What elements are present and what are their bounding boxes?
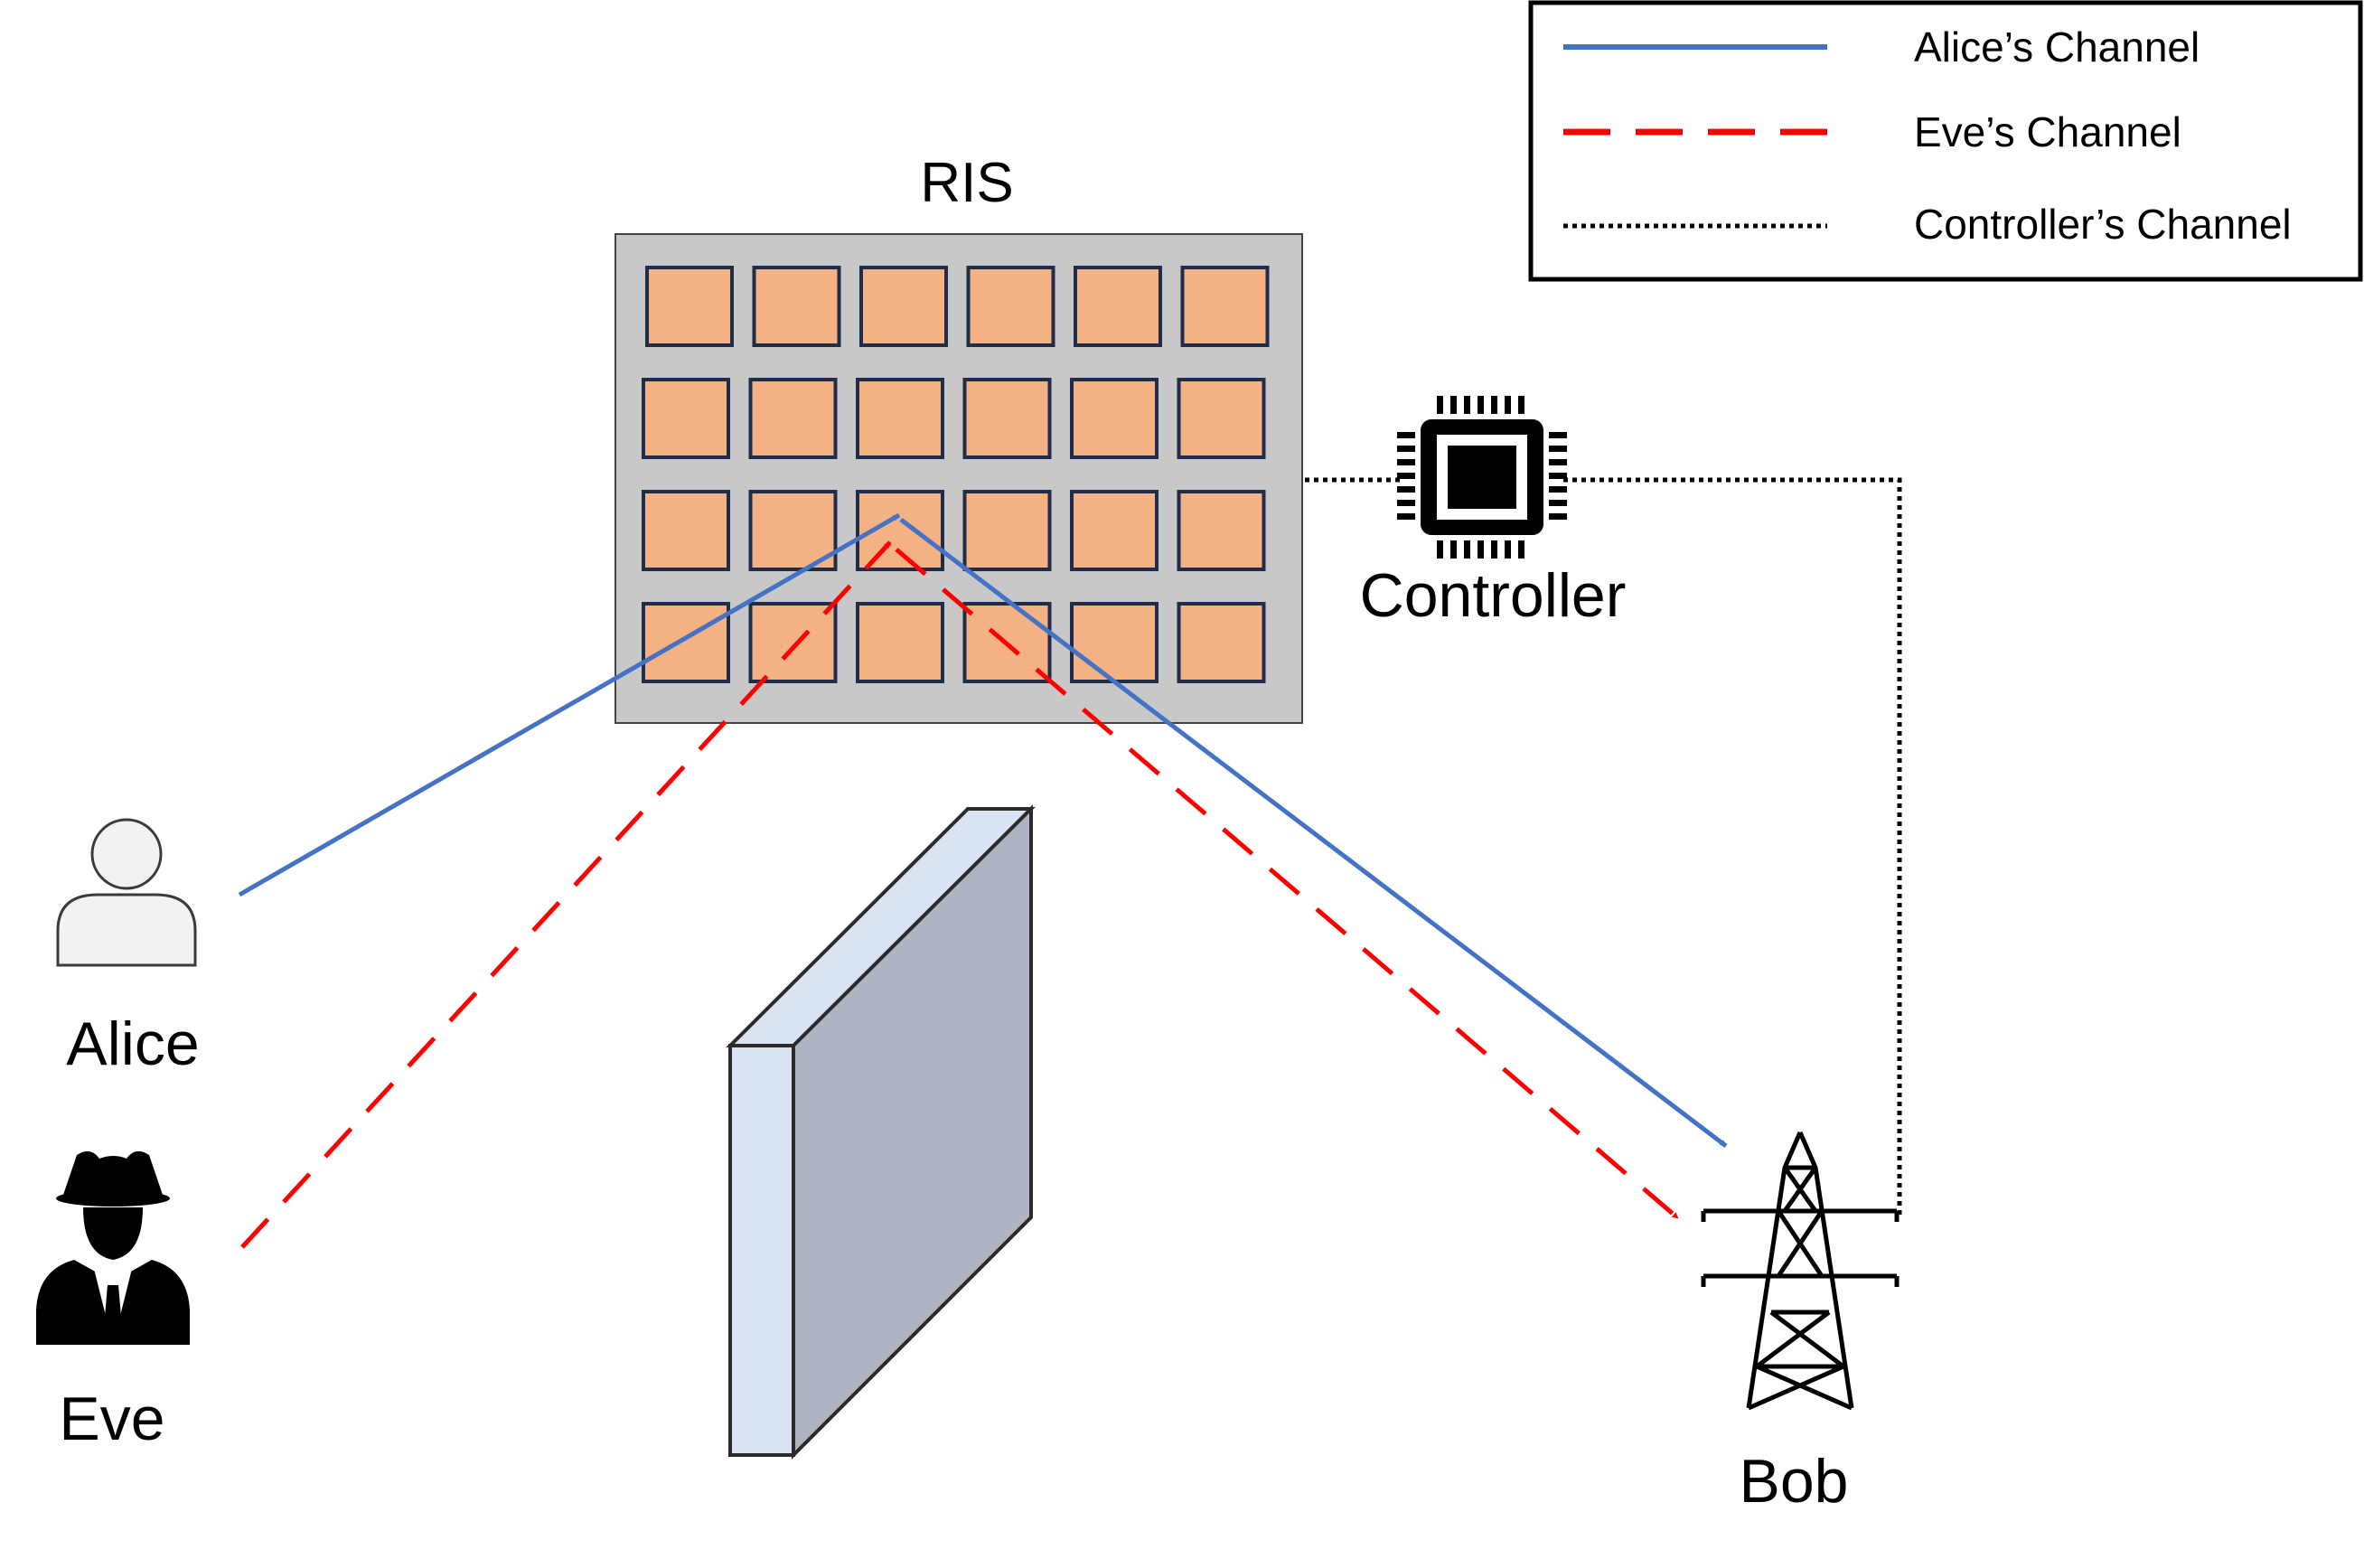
ris-element xyxy=(1070,490,1159,571)
transmission-tower-icon xyxy=(1701,1131,1900,1411)
legend-alice-label: Alice’s Channel xyxy=(1914,23,2200,70)
ris-element xyxy=(856,602,944,683)
alice-channel xyxy=(238,512,1728,1148)
ris-element xyxy=(966,266,1055,347)
eve-to-ris xyxy=(240,540,892,1249)
spy-icon xyxy=(36,1150,190,1345)
ris-element xyxy=(1177,378,1266,459)
ris-element xyxy=(1070,602,1159,683)
ris-element xyxy=(642,378,730,459)
ris-element xyxy=(645,266,734,347)
legend-controller-label: Controller’s Channel xyxy=(1914,201,2292,248)
controller-link-bob xyxy=(1563,477,1902,1216)
ris-element xyxy=(962,490,1052,571)
person-icon xyxy=(56,818,197,967)
ris-element xyxy=(1180,266,1270,347)
ris-element xyxy=(748,602,838,683)
ris-element xyxy=(748,490,838,571)
eve-label: Eve xyxy=(59,1385,164,1453)
controller-label: Controller xyxy=(1360,561,1627,630)
alice-to-ris xyxy=(238,512,901,897)
ris-element xyxy=(642,490,730,571)
alice-label: Alice xyxy=(66,1009,199,1078)
wall-side xyxy=(728,1044,795,1457)
ris-element xyxy=(1177,490,1266,571)
ris-element xyxy=(642,602,730,683)
bob-label: Bob xyxy=(1740,1447,1849,1516)
controller-channel xyxy=(1305,477,1902,1216)
ris-label: RIS xyxy=(920,152,1013,214)
legend: Alice’s Channel Eve’s Channel Controller… xyxy=(1528,0,2363,282)
ris-element xyxy=(962,378,1052,459)
legend-eve-label: Eve’s Channel xyxy=(1914,108,2181,155)
ris-element xyxy=(1074,266,1162,347)
ris-element xyxy=(856,378,944,459)
ris-element xyxy=(1177,602,1266,683)
ris-to-bob-alice xyxy=(899,518,1728,1148)
ris-element xyxy=(1070,378,1159,459)
ris-to-bob-eve xyxy=(895,548,1680,1220)
wall-block xyxy=(726,804,1036,1460)
microchip-icon xyxy=(1397,396,1567,559)
ris-element xyxy=(748,378,838,459)
ris-panel xyxy=(614,233,1303,724)
ris-element xyxy=(859,266,948,347)
eve-channel xyxy=(240,540,1680,1249)
ris-element xyxy=(752,266,841,347)
